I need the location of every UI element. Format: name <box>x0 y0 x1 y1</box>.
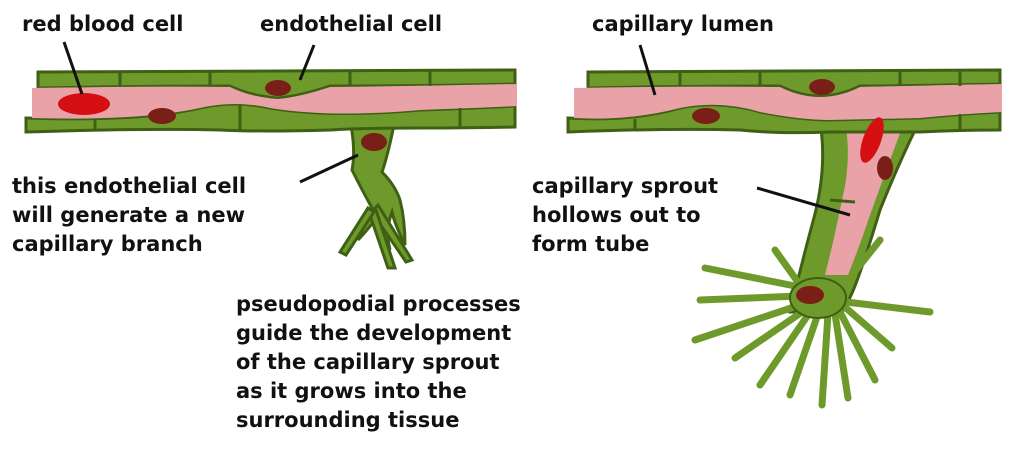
label-new-branch: this endothelial cell will generate a ne… <box>12 172 246 259</box>
left-nucleus-upper <box>265 80 291 96</box>
right-nucleus-sprout <box>877 156 893 180</box>
label-sprout-hollows: capillary sprout hollows out to form tub… <box>532 172 718 259</box>
label-pseudopodial-processes: pseudopodial processes guide the develop… <box>236 290 521 435</box>
label-endothelial-cell: endothelial cell <box>260 10 442 39</box>
right-nucleus-lower <box>692 108 720 124</box>
label-red-blood-cell: red blood cell <box>22 10 183 39</box>
right-nucleus-tip <box>796 286 824 304</box>
right-nucleus-upper <box>809 79 835 95</box>
red-blood-cell-shape <box>58 93 110 115</box>
left-nucleus-lower <box>148 108 176 124</box>
label-capillary-lumen: capillary lumen <box>592 10 774 39</box>
left-nucleus-sprouting-cell <box>361 133 387 151</box>
